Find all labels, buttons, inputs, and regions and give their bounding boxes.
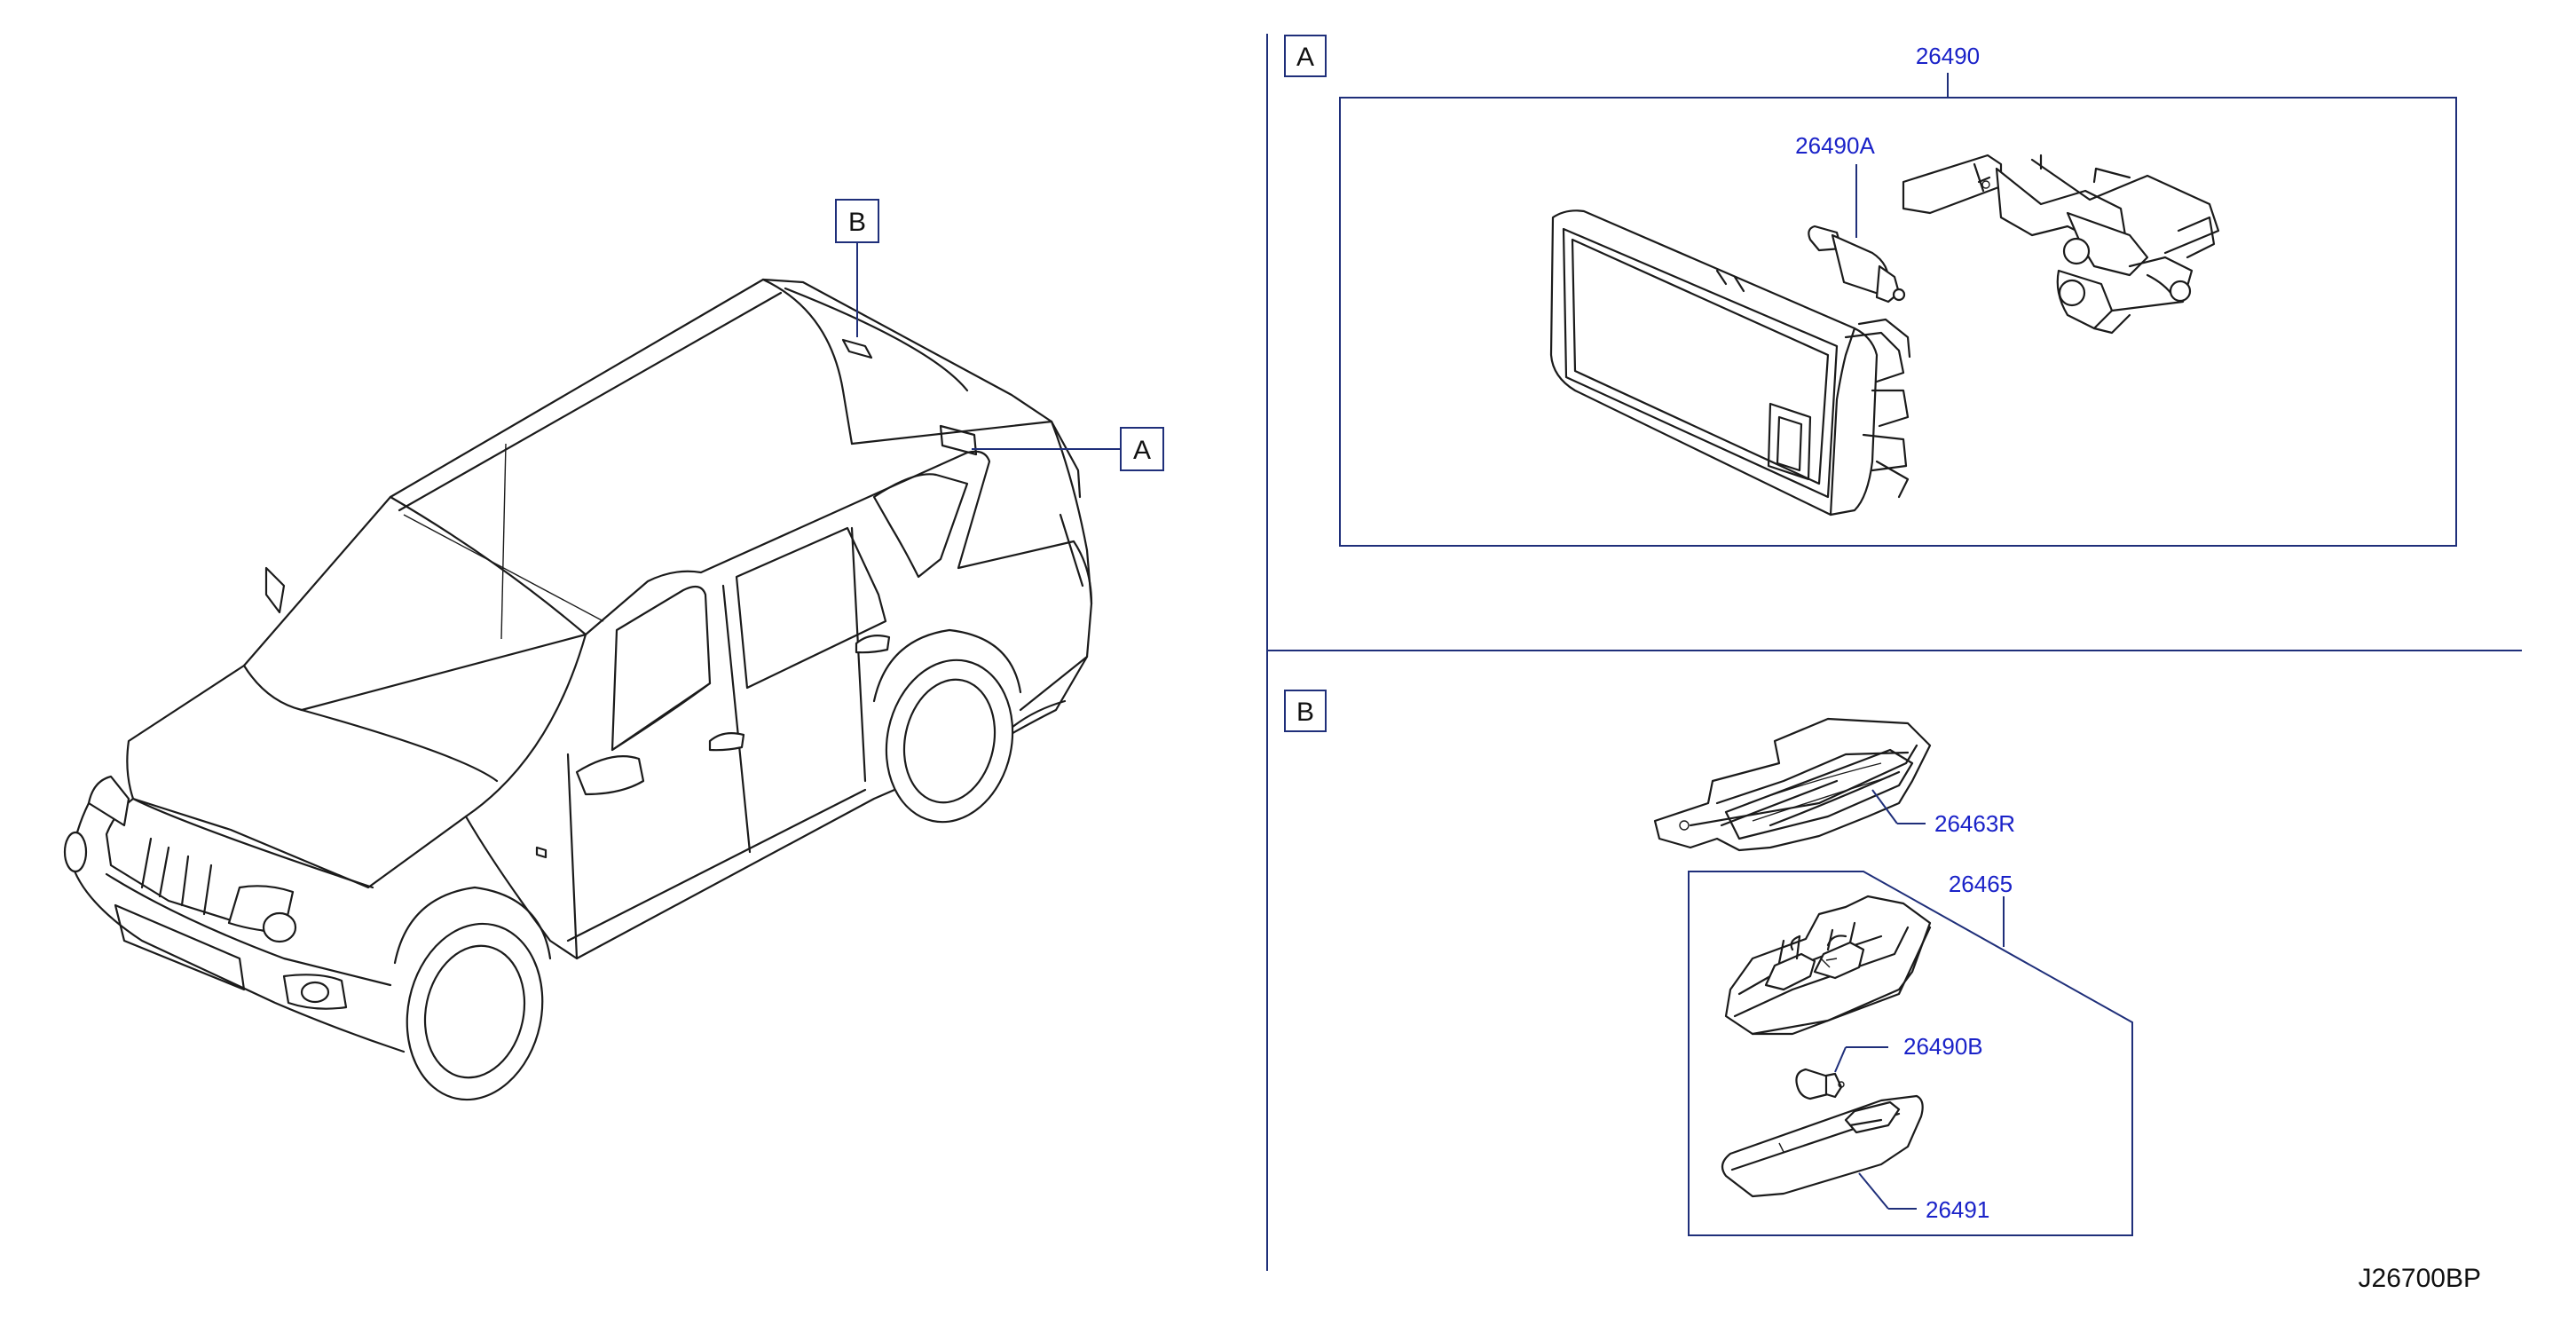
section-b: B 26463R 26465 bbox=[1284, 690, 2133, 1236]
part-26465-label: 26465 bbox=[1949, 871, 2013, 897]
section-a: A 26490 26490A bbox=[1284, 35, 2457, 547]
callout-b: B bbox=[835, 199, 879, 337]
vehicle-illustration bbox=[63, 278, 1093, 1101]
housing-26465-drawing bbox=[1724, 895, 1932, 1036]
section-a-title: A bbox=[1296, 43, 1314, 72]
callout-a-label: A bbox=[1133, 436, 1151, 465]
socket-bracket-drawing bbox=[1902, 154, 2220, 335]
lens-26491-drawing bbox=[1721, 1094, 1924, 1198]
part-26490b-label: 26490B bbox=[1903, 1033, 1983, 1060]
bulb-26490a-drawing bbox=[1808, 225, 1906, 304]
part-26491-label: 26491 bbox=[1926, 1196, 1989, 1223]
part-26490-label: 26490 bbox=[1916, 43, 1980, 69]
bulb-26490b-drawing bbox=[1795, 1068, 1845, 1100]
assembly-26490-frame bbox=[1339, 97, 2457, 547]
bracket-26463r-drawing bbox=[1653, 717, 1932, 852]
assembly-26465-frame bbox=[1688, 871, 2133, 1236]
drawing-code: J26700BP bbox=[2359, 1264, 2481, 1293]
callout-b-label: B bbox=[848, 208, 866, 237]
callout-a: A bbox=[972, 427, 1164, 471]
section-b-title: B bbox=[1296, 698, 1314, 727]
lamp-housing-drawing bbox=[1549, 209, 1911, 517]
part-26463r-label: 26463R bbox=[1934, 810, 2015, 837]
part-26490a-label: 26490A bbox=[1795, 132, 1875, 159]
